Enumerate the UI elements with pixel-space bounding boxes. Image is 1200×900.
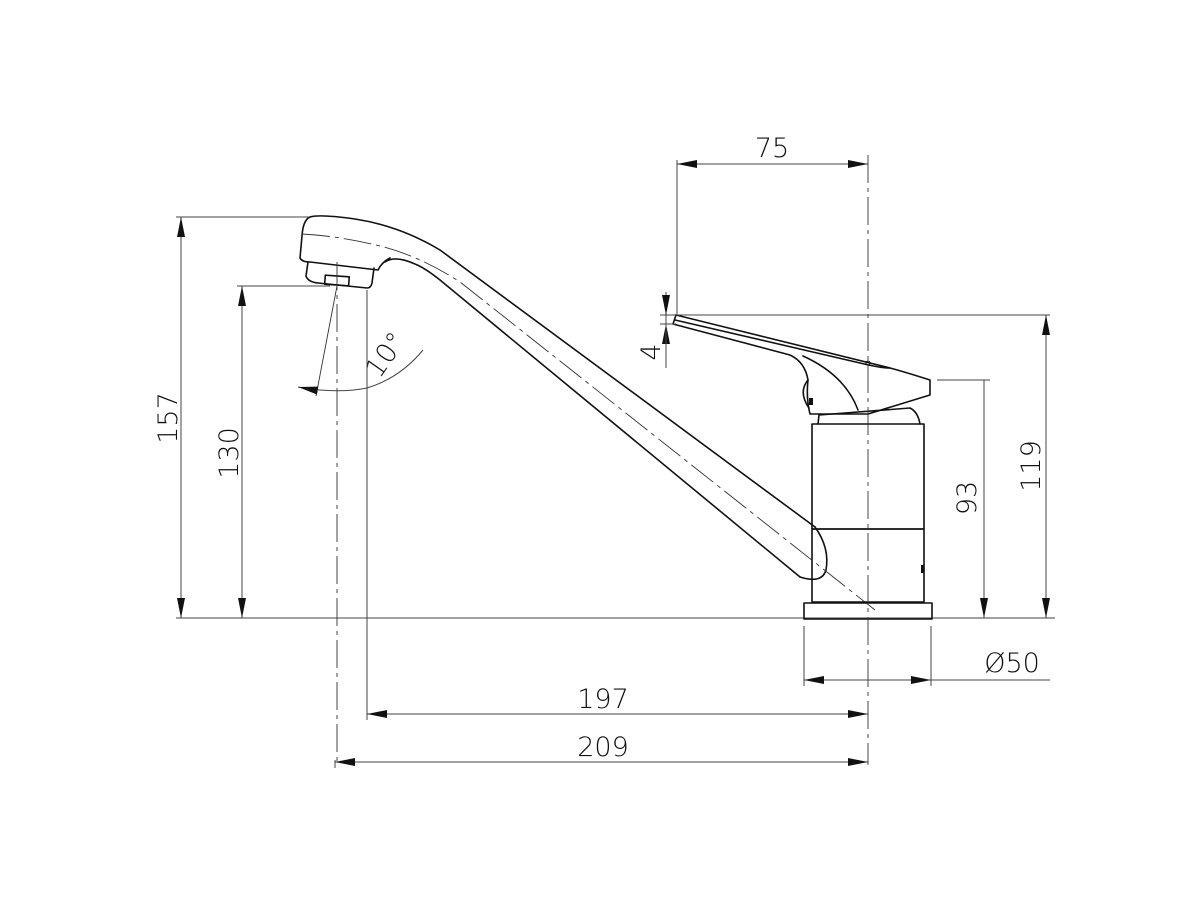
spout-upper-edge: [309, 215, 816, 528]
handle-curve: [802, 355, 859, 411]
dim-label-209: 209: [577, 732, 629, 763]
dimension-base-diameter: Ø50: [803, 626, 1050, 686]
dimension-handle-width: 75: [676, 133, 868, 315]
dimension-handle-height: 119: [1016, 315, 1050, 618]
dim-label-4: 4: [636, 343, 667, 360]
tap-outline: [299, 155, 933, 765]
spout-lower-edge: [384, 258, 801, 578]
dim-label-157: 157: [153, 392, 184, 444]
dim-label-diameter-50: Ø50: [984, 648, 1040, 679]
dimension-body-height: 93: [937, 379, 990, 618]
spout-head: [299, 216, 391, 271]
dim-label-130: 130: [214, 427, 245, 479]
dimension-outlet-reach: 197: [366, 290, 868, 720]
body-mark: [921, 565, 924, 573]
spout-tip: [799, 526, 828, 581]
dim-label-119: 119: [1016, 440, 1047, 492]
handle-collar: [817, 407, 921, 425]
dim-label-93: 93: [952, 481, 983, 515]
handle-indicator: [809, 398, 813, 405]
spout-centerline: [301, 233, 876, 611]
dim-label-197: 197: [577, 684, 629, 715]
handle-side-curve: [802, 379, 810, 409]
dimension-handle-lift: 4: [636, 292, 1050, 368]
handle-lever: [672, 314, 931, 415]
dim-label-75: 75: [755, 133, 789, 164]
dimension-overall-height: 157: [153, 216, 310, 618]
dimension-outlet-height: 130: [214, 285, 330, 618]
dim-label-10deg: 10°: [360, 327, 413, 384]
dimension-spout-angle: 10°: [297, 285, 424, 397]
handle-lever-inner: [674, 319, 891, 369]
dimension-overall-reach: 209: [334, 732, 868, 768]
